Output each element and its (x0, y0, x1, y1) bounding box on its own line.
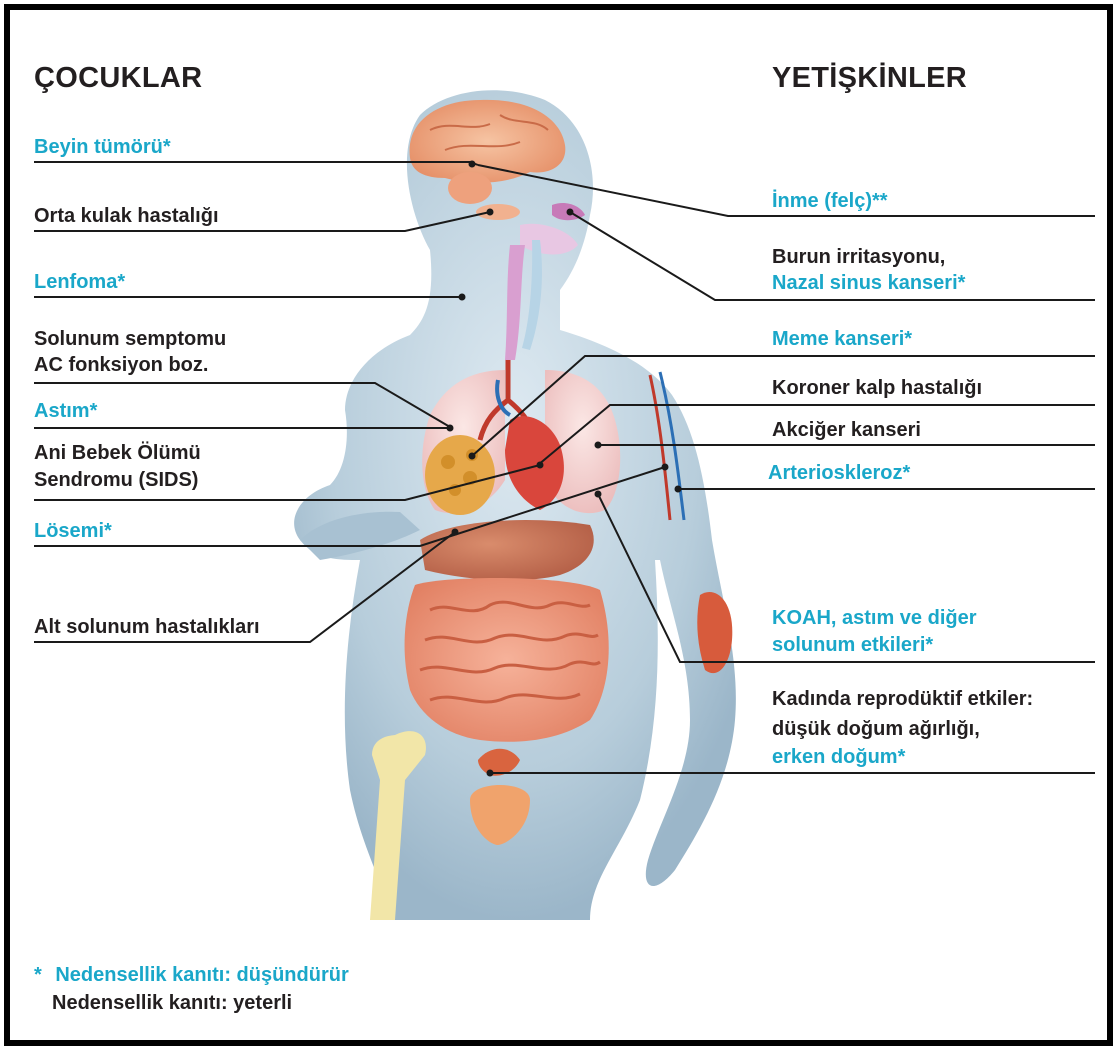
label-lymphoma: Lenfoma* (34, 269, 125, 295)
label-respiratory-2: AC fonksiyon boz. (34, 352, 208, 378)
label-coronary: Koroner kalp hastalığı (772, 375, 982, 401)
label-breast-cancer: Meme kanseri* (772, 326, 912, 352)
legend-sufficient: Nedensellik kanıtı: yeterli (52, 990, 292, 1016)
label-stroke: İnme (felç)** (772, 188, 888, 214)
label-nasal-2: Nazal sinus kanseri* (772, 270, 965, 296)
legend-asterisk: * (34, 964, 42, 986)
children-heading: ÇOCUKLAR (34, 62, 202, 95)
label-reproductive-3: erken doğum* (772, 744, 905, 770)
label-reproductive-1: Kadında reprodüktif etkiler: (772, 686, 1033, 712)
label-middle-ear: Orta kulak hastalığı (34, 203, 219, 229)
label-reproductive-2: düşük doğum ağırlığı, (772, 716, 980, 742)
diagram-frame (4, 4, 1113, 1046)
label-asthma: Astım* (34, 398, 97, 424)
label-sids-2: Sendromu (SIDS) (34, 467, 198, 493)
label-copd-2: solunum etkileri* (772, 632, 933, 658)
label-brain-tumor: Beyin tümörü* (34, 134, 171, 160)
label-atherosclerosis: Arterioskleroz* (768, 460, 910, 486)
label-nasal-1: Burun irritasyonu, (772, 244, 945, 270)
label-lower-respiratory: Alt solunum hastalıkları (34, 614, 260, 640)
legend-suggestive: * Nedensellik kanıtı: düşündürür (34, 962, 349, 988)
label-respiratory-1: Solunum semptomu (34, 326, 226, 352)
adults-heading: YETİŞKİNLER (772, 62, 967, 95)
label-copd-1: KOAH, astım ve diğer (772, 605, 977, 631)
label-leukemia: Lösemi* (34, 518, 112, 544)
label-lung-cancer: Akciğer kanseri (772, 417, 921, 443)
label-sids-1: Ani Bebek Ölümü (34, 440, 201, 466)
legend-suggestive-text: Nedensellik kanıtı: düşündürür (55, 964, 348, 986)
